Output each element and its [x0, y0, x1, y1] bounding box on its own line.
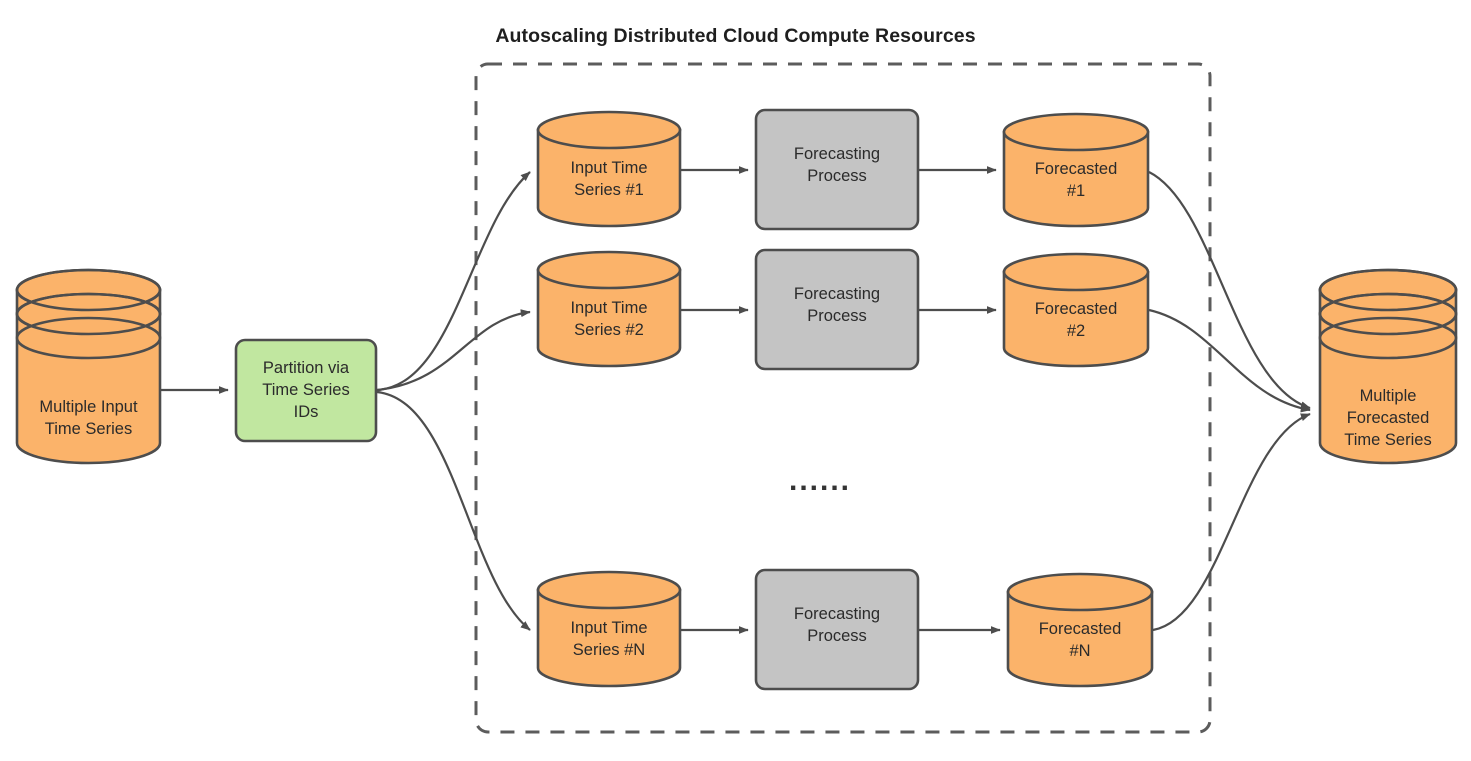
- partition-shape: [234, 338, 378, 443]
- row-1-process-shape: [754, 108, 920, 231]
- row-1-output-shape: [1002, 112, 1150, 228]
- row-n-process-shape: [754, 568, 920, 691]
- edge-row-1-to-output-store: [1148, 171, 1311, 410]
- row-2-output-shape: [1002, 252, 1150, 368]
- row-n-input-shape: [536, 570, 682, 688]
- edge-row-2-to-output-store: [1148, 308, 1311, 413]
- edge-row-n-to-output-store: [1152, 412, 1311, 632]
- edge-partition-to-row-n: [376, 390, 531, 631]
- edge-partition-to-row-2: [376, 309, 531, 392]
- edge-partition-to-row-1: [376, 171, 531, 392]
- row-2-input-shape: [536, 250, 682, 368]
- row-n-output-shape: [1006, 572, 1154, 688]
- row-1-input-shape: [536, 110, 682, 228]
- pipeline-ellipsis: ......: [789, 464, 852, 497]
- output-store-shape: [1318, 268, 1458, 465]
- input-store-shape: [15, 268, 162, 465]
- autoscaling-region-border: [474, 62, 1212, 734]
- row-2-process-shape: [754, 248, 920, 371]
